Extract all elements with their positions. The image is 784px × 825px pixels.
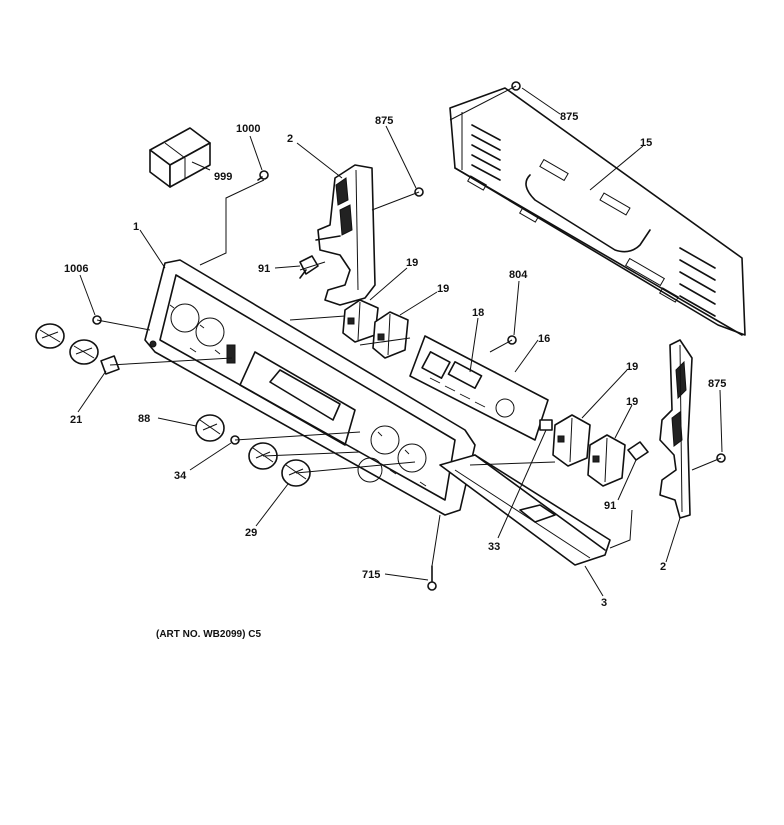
callout-19-upper-a: 19 (406, 257, 418, 269)
part-2-right-end-bracket[interactable] (659, 339, 693, 519)
callout-34: 34 (174, 470, 187, 482)
callout-875-top: 875 (560, 111, 578, 123)
assembly-guide-lines (96, 85, 722, 567)
part-19-switch-upper-b[interactable] (372, 311, 409, 359)
part-19-switch-lower-b[interactable] (587, 434, 626, 487)
part-19-switch-upper-a[interactable] (342, 299, 379, 343)
part-1000-screw[interactable] (257, 170, 269, 181)
part-33-connector[interactable] (539, 419, 553, 431)
part-knob-left-lower[interactable] (69, 339, 99, 365)
callout-1000: 1000 (236, 123, 260, 135)
art-number-caption: (ART NO. WB2099) C5 (156, 629, 261, 640)
part-91-clip-left[interactable] (299, 255, 319, 279)
callout-3: 3 (601, 597, 607, 609)
callout-88: 88 (138, 413, 150, 425)
callout-29: 29 (245, 527, 257, 539)
part-16-timer-board[interactable] (409, 335, 549, 441)
callout-21: 21 (70, 414, 82, 426)
part-15-rear-panel[interactable] (449, 87, 746, 336)
callout-875-right: 875 (708, 378, 726, 390)
callout-19-lower-b: 19 (626, 396, 638, 408)
callout-19-upper-b: 19 (437, 283, 449, 295)
part-1-control-panel[interactable] (144, 259, 476, 516)
callout-2-left: 2 (287, 133, 293, 145)
callout-2-right: 2 (660, 561, 666, 573)
callout-labels: 1000 999 2 875 875 15 1 1006 91 19 19 80… (64, 111, 726, 609)
callout-875-bracket: 875 (375, 115, 393, 127)
callout-leaders (77, 87, 723, 597)
callout-715: 715 (362, 569, 380, 581)
part-715-screw[interactable] (427, 565, 437, 591)
callout-91-left: 91 (258, 263, 270, 275)
callout-999: 999 (214, 171, 232, 183)
callout-804: 804 (509, 269, 528, 281)
callout-1006: 1006 (64, 263, 88, 275)
callout-15: 15 (640, 137, 652, 149)
callout-19-lower-a: 19 (626, 361, 638, 373)
callout-18: 18 (472, 307, 484, 319)
callout-16: 16 (538, 333, 550, 345)
part-knob-left-upper[interactable] (35, 323, 65, 349)
part-3-support-rail[interactable] (439, 454, 611, 566)
part-88-knob[interactable] (195, 414, 225, 442)
callout-33: 33 (488, 541, 500, 553)
part-999-box[interactable] (149, 127, 211, 188)
part-19-switch-lower-a[interactable] (552, 414, 591, 467)
callout-1: 1 (133, 221, 139, 233)
callout-91-right: 91 (604, 500, 616, 512)
part-91-clip-right[interactable] (627, 441, 649, 461)
part-2-left-end-bracket[interactable] (315, 164, 376, 306)
